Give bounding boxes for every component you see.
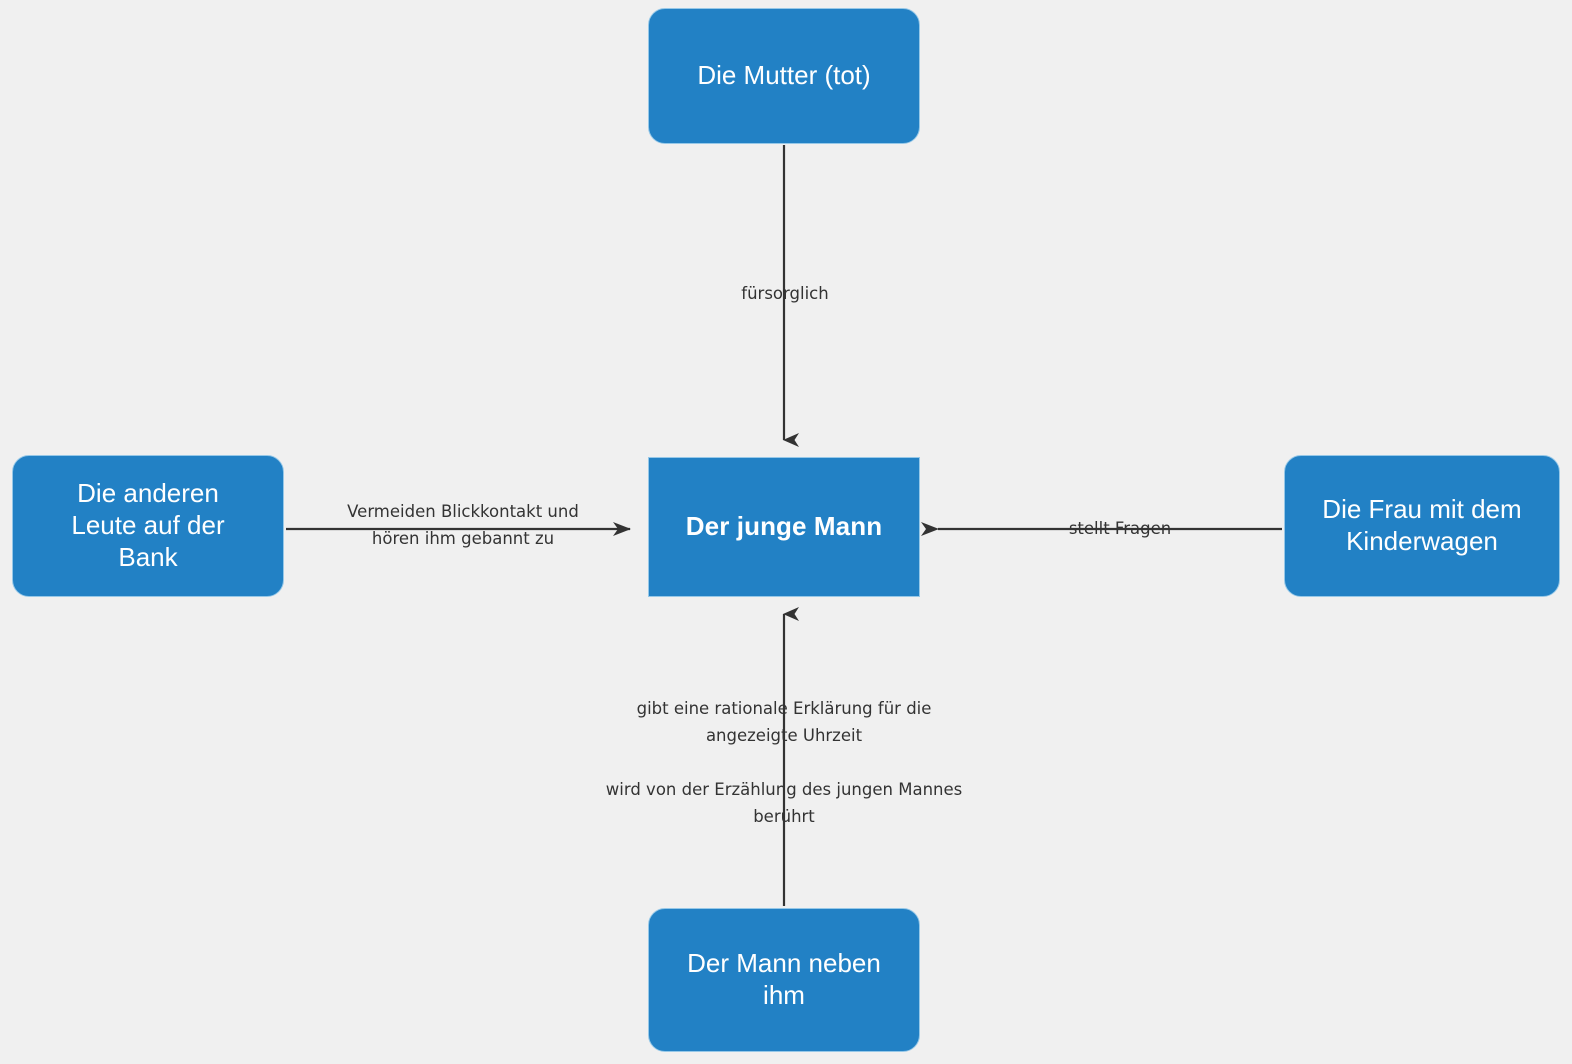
node-der-mann-neben-ihm[interactable]: Der Mann neben ihm <box>648 908 920 1052</box>
edge-label-vermeiden-blickkontakt: Vermeiden Blickkontakt und hören ihm geb… <box>347 502 579 548</box>
node-der-junge-mann[interactable]: Der junge Mann <box>648 457 920 597</box>
node-label: Der Mann neben ihm <box>687 948 881 1010</box>
node-label: Der junge Mann <box>685 511 883 542</box>
edge-label-wird-beruehrt: wird von der Erzählung des jungen Mannes… <box>605 780 963 826</box>
node-die-anderen-leute-auf-der-bank[interactable]: Die anderen Leute auf der Bank <box>12 455 284 597</box>
edge-label-fuersorglich: fürsorglich <box>741 284 829 303</box>
edge-label-rationale-erklaerung: gibt eine rationale Erklärung für die an… <box>636 699 932 745</box>
edge-label-stellt-fragen: stellt Fragen <box>1068 519 1172 538</box>
node-die-mutter[interactable]: Die Mutter (tot) <box>648 8 920 144</box>
node-label: Die Mutter (tot) <box>697 60 871 91</box>
node-label: Die Frau mit dem Kinderwagen <box>1322 494 1522 556</box>
node-label: Die anderen Leute auf der Bank <box>71 478 225 572</box>
node-die-frau-mit-dem-kinderwagen[interactable]: Die Frau mit dem Kinderwagen <box>1284 455 1560 597</box>
